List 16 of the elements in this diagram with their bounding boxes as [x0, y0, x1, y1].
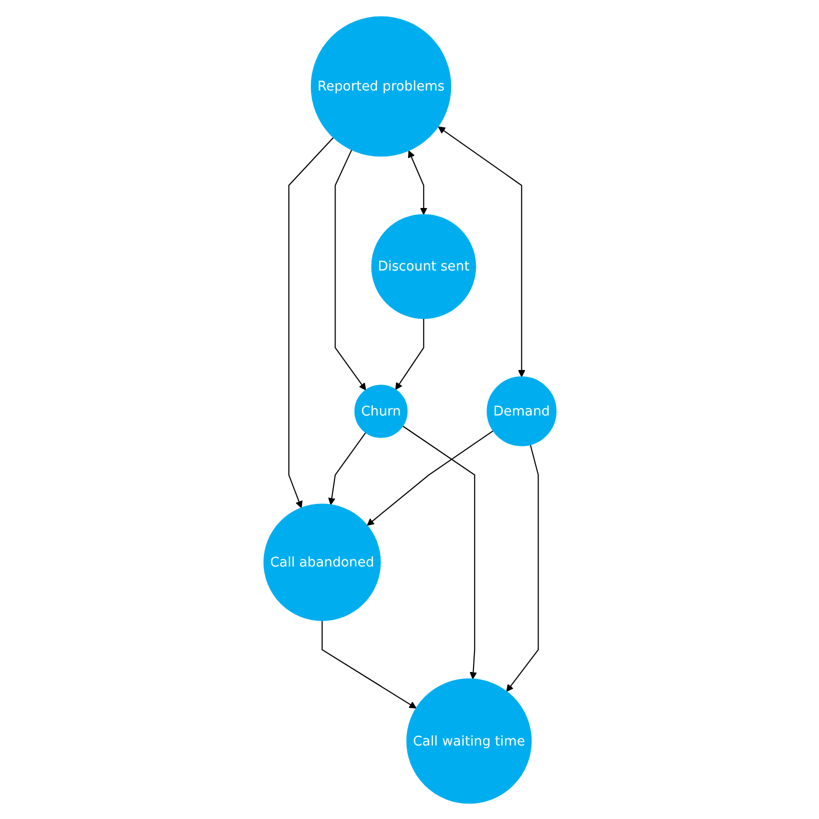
node-circle: Reported problems: [310, 16, 451, 156]
arrow: [334, 149, 366, 390]
arrow: [394, 318, 424, 390]
node-circle: Demand: [486, 376, 556, 446]
arrow: [402, 425, 476, 679]
node-circle: Churn: [354, 384, 408, 438]
arrow: [288, 136, 334, 508]
arrow: [506, 444, 538, 692]
arrow: [438, 126, 525, 377]
arrow: [321, 620, 416, 708]
node-circle: Discount sent: [370, 214, 476, 318]
arrow: [366, 430, 493, 526]
node-circle: Call abandoned: [262, 503, 380, 620]
node-circle: Call waiting time: [406, 678, 532, 804]
arrow: [408, 150, 427, 214]
arrow: [328, 432, 366, 505]
